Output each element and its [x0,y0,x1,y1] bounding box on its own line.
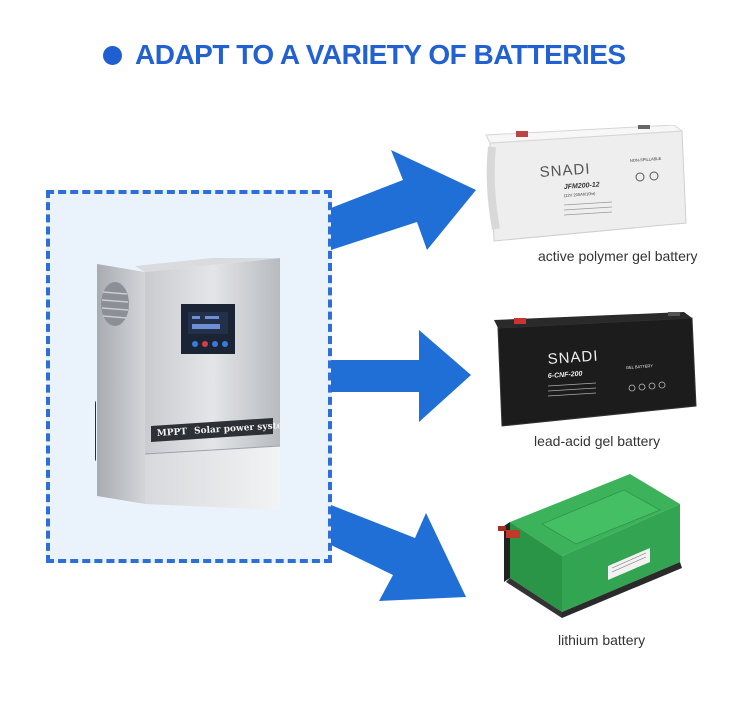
battery-caption: lead-acid gel battery [534,433,661,449]
arrow-right-icon [331,505,466,601]
battery-brand: SNADI [539,160,591,181]
battery-spec: (12V 200Ah/10hr) [564,191,597,198]
battery-brand: SNADI [547,347,599,368]
battery-lead-acid-gel: SNADI 6-CNF-200 GEL BATTERY [494,312,697,427]
battery-active-polymer-gel: SNADI JFM200-12 (12V 200Ah/10hr) NON-SPI… [485,125,687,242]
page-title-text: ADAPT TO A VARIETY OF BATTERIES [135,39,626,70]
battery-model: 6-CNF-200 [548,371,583,380]
mppt-solar-inverter: MPPT Solar power system [95,258,293,510]
page-title: ADAPT TO A VARIETY OF BATTERIES [103,35,626,75]
battery-caption: active polymer gel battery [538,248,698,264]
battery-tag: NON-SPILLABLE [630,156,662,163]
bullet-dot-icon [103,45,122,65]
battery-caption: lithium battery [558,632,646,648]
battery-lithium [498,474,682,618]
device-label-bold: MPPT [157,427,188,439]
arrow-right-icon [331,330,471,422]
battery-tag: GEL BATTERY [626,363,654,370]
arrow-right-icon [331,150,476,250]
battery-model: JFM200-12 [564,182,600,191]
